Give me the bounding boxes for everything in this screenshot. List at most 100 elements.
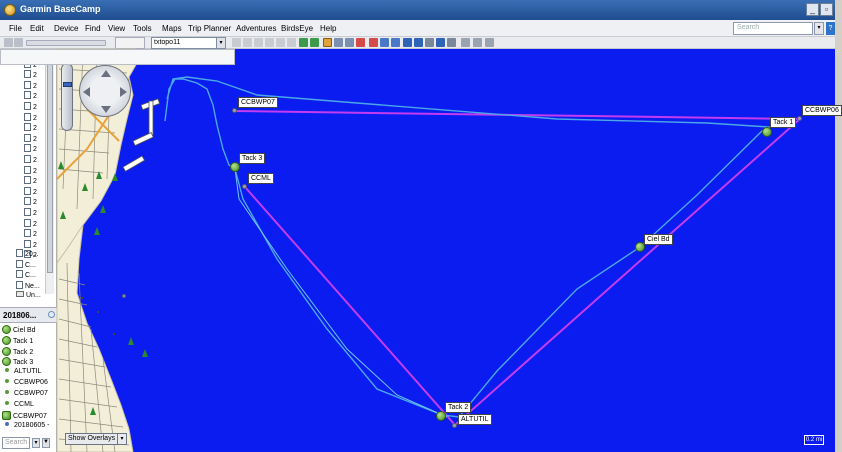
filter-icon[interactable]: ▼ [42,438,50,448]
waypoint-altutil-marker[interactable] [452,423,457,428]
library-tree-item[interactable]: 2 [24,208,37,218]
pan-right-icon[interactable] [120,87,127,97]
list-item[interactable]: 20180605 - [2,422,49,432]
select-tool-icon[interactable] [323,38,332,47]
list-item[interactable]: CCBWP07 [2,389,48,400]
library-tree-item[interactable]: 2 [24,91,37,101]
receive-from-device-icon[interactable] [310,38,319,47]
scrollbar-thumb[interactable] [47,63,53,273]
grid-icon[interactable] [436,38,445,47]
menu-birdseye[interactable]: BirdsEye [281,24,314,33]
redo-icon[interactable] [287,38,296,47]
refresh-icon[interactable] [48,311,55,318]
library-search-input[interactable]: Search [2,437,30,449]
sidebar-scrollbar[interactable] [45,49,54,294]
waypoint-tack3-marker[interactable] [230,162,240,172]
chevron-down-icon[interactable]: ▾ [216,38,225,48]
list-item[interactable]: CCBWP06 [2,379,48,389]
search-dropdown-icon[interactable]: ▾ [814,22,824,35]
library-tree-item[interactable]: 2 [24,250,37,260]
pan-left-icon[interactable] [83,87,90,97]
map-product-select[interactable]: txtopo11 ▾ [151,37,226,49]
maximize-button[interactable]: ▫ [820,3,833,16]
list-item[interactable]: CCBWP07 [2,411,47,421]
library-tree-item[interactable]: 2 [24,229,37,239]
menu-edit[interactable]: Edit [30,24,44,33]
library-tree-item[interactable]: 2 [24,155,37,165]
library-tree-item[interactable]: 2 [24,133,37,144]
waypoint-ccbwp07-marker[interactable] [232,108,237,113]
library-tree-item[interactable]: Ne... [16,280,40,291]
waypoint-ccml-label[interactable]: CCML [248,173,274,184]
waypoint-ciel-bd-label[interactable]: Ciel Bd [644,234,673,245]
zoom-slider[interactable] [61,63,73,131]
waypoint-tack3-label[interactable]: Tack 3 [239,153,266,164]
delete-icon[interactable] [265,38,274,47]
search-input[interactable]: Search [733,22,813,35]
playback-slider[interactable] [26,40,106,46]
customize-toolbar-icon[interactable] [485,38,494,47]
map-point-marker[interactable] [122,294,126,298]
menu-file[interactable]: File [9,24,22,33]
waypoint-tool-icon[interactable] [356,38,365,47]
show-overlays-select[interactable]: Show Overlays ▾ [65,433,127,445]
cut-icon[interactable] [243,38,252,47]
waypoint-tack2-label[interactable]: Tack 2 [445,402,472,413]
library-tree-item[interactable]: 20... [16,249,39,259]
track-tool-icon[interactable] [380,38,389,47]
help-icon[interactable]: ? [826,22,835,35]
menu-tools[interactable]: Tools [133,24,152,33]
list-item[interactable]: CCML [2,400,34,411]
menu-maps[interactable]: Maps [162,24,182,33]
library-tree-item[interactable]: 2 [24,218,37,229]
menu-view[interactable]: View [108,24,126,33]
library-tree-item[interactable]: Un... [16,291,41,301]
pan-control[interactable] [79,65,131,117]
list-item[interactable]: Tack 2 [2,346,33,357]
menu-trip-planner[interactable]: Trip Planner [188,24,232,33]
map-view[interactable]: CCBWP07 CCBWP06 Tack 1 Tack 3 CCML Ciel … [56,48,842,452]
map-view-icon[interactable] [403,38,412,47]
unit-select[interactable] [115,37,145,49]
insert-tool-icon[interactable] [391,38,400,47]
waypoint-ccml-marker[interactable] [242,184,247,189]
waypoint-tack1-marker[interactable] [762,127,772,137]
library-tree-item[interactable]: 2 [24,165,37,176]
library-tree-item[interactable]: 2 [24,102,37,112]
library-tree-item[interactable]: 2 [24,239,37,250]
library-tree-item[interactable]: C... [16,270,36,280]
waypoint-ccbwp06-label[interactable]: CCBWP06 [802,105,842,116]
menu-adventures[interactable]: Adventures [236,24,277,33]
waypoint-tack2-marker[interactable] [436,411,446,421]
route-tool-icon[interactable] [369,38,378,47]
layers-icon[interactable] [425,38,434,47]
menu-device[interactable]: Device [54,24,79,33]
list-item[interactable]: Tack 3 [2,357,33,367]
waypoint-altutil-label[interactable]: ALTUTIL [458,414,492,425]
undo-icon[interactable] [276,38,285,47]
vehicle-icon[interactable] [473,38,482,47]
list-item[interactable]: Tack 1 [2,335,33,346]
sync-icon[interactable] [447,38,456,47]
menu-find[interactable]: Find [85,24,101,33]
menu-help[interactable]: Help [320,24,337,33]
library-tree-item[interactable]: 2 [24,80,37,91]
waypoint-ciel-bd-marker[interactable] [635,242,645,252]
library-tree-item[interactable]: 2 [24,186,37,197]
zoom-tool-icon[interactable] [334,38,343,47]
library-tree-item[interactable]: 2 [24,112,37,123]
play-icon[interactable] [4,38,13,47]
profile-icon[interactable] [461,38,470,47]
zoom-slider-handle[interactable] [63,82,72,87]
3d-view-icon[interactable] [414,38,423,47]
waypoint-ccbwp07-label[interactable]: CCBWP07 [238,97,278,108]
library-tree-item[interactable]: C... [16,259,36,270]
library-tree-item[interactable]: 2 [24,70,37,80]
measure-icon[interactable] [232,38,241,47]
search-options-icon[interactable]: ▾ [32,438,40,448]
copy-icon[interactable] [254,38,263,47]
waypoint-tack1-label[interactable]: Tack 1 [770,117,797,128]
pan-down-icon[interactable] [101,106,111,113]
minimize-button[interactable]: _ [806,3,819,16]
waypoint-ccbwp06-marker[interactable] [797,116,802,121]
